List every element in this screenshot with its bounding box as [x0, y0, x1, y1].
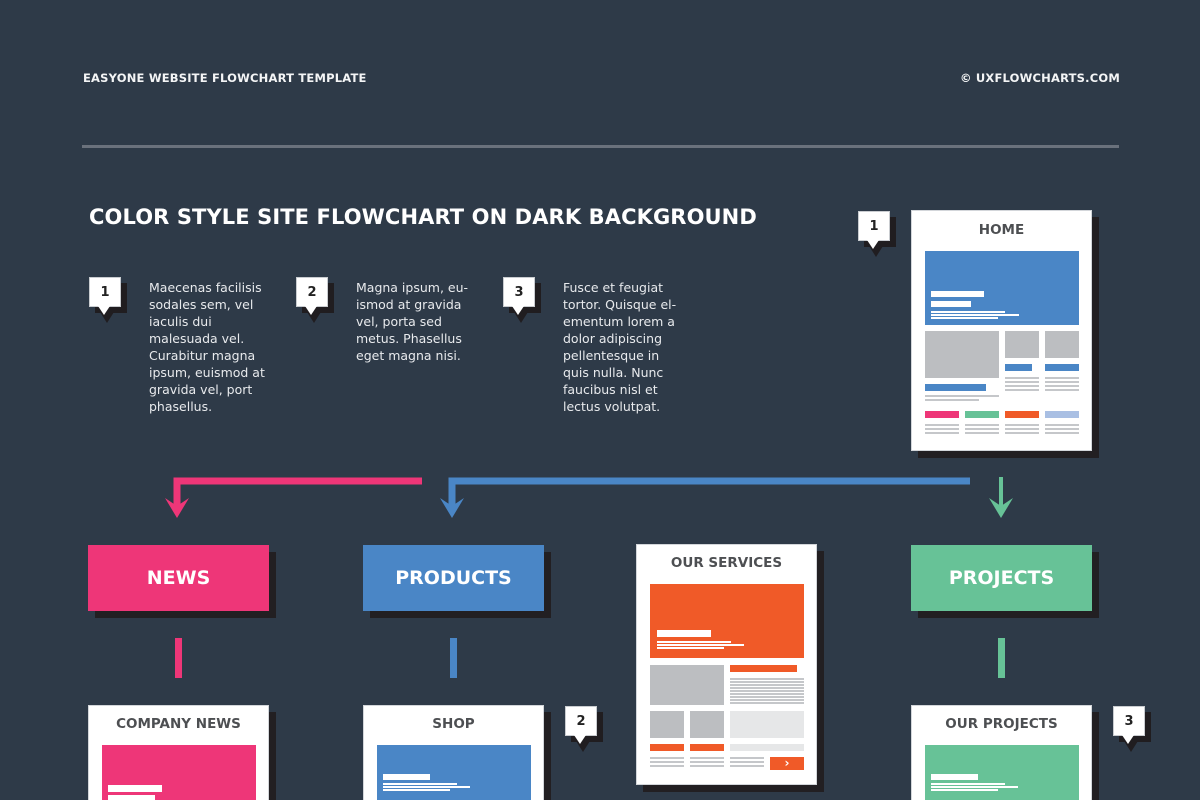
note-badge-2: 2	[296, 277, 334, 323]
projects-node[interactable]: PROJECTS	[911, 545, 1099, 618]
header-divider	[82, 145, 1119, 148]
copyright: © UXFLOWCHARTS.COM	[959, 71, 1120, 85]
hero-block	[925, 251, 1079, 325]
page-title: COLOR STYLE SITE FLOWCHART ON DARK BACKG…	[89, 205, 757, 229]
news-link-line	[175, 638, 182, 678]
hero-block	[650, 584, 804, 658]
projects-connector-arrow	[989, 477, 1013, 518]
products-node[interactable]: PRODUCTS	[363, 545, 551, 618]
shop-badge: 2	[565, 706, 603, 752]
template-name: EASYONE WEBSITE FLOWCHART TEMPLATE	[83, 71, 367, 85]
products-link-line	[450, 638, 457, 678]
note-badge-3: 3	[503, 277, 541, 323]
hero-block	[377, 745, 531, 800]
our-services-page-node[interactable]: OUR SERVICES ›	[636, 544, 817, 785]
projects-link-line	[998, 638, 1005, 678]
products-connector-arrow	[440, 477, 970, 518]
hero-block	[925, 745, 1079, 800]
our-projects-badge: 3	[1113, 706, 1151, 752]
next-arrow-button[interactable]: ›	[770, 757, 804, 770]
note-badge-1: 1	[89, 277, 127, 323]
company-news-page-node[interactable]: COMPANY NEWS	[88, 705, 269, 800]
home-page-node[interactable]: HOME	[911, 210, 1092, 451]
hero-block	[102, 745, 256, 800]
home-badge: 1	[858, 211, 896, 257]
shop-page-node[interactable]: SHOP	[363, 705, 544, 800]
our-projects-page-node[interactable]: OUR PROJECTS	[911, 705, 1092, 800]
news-node[interactable]: NEWS	[88, 545, 276, 618]
news-connector-arrow	[165, 477, 422, 518]
